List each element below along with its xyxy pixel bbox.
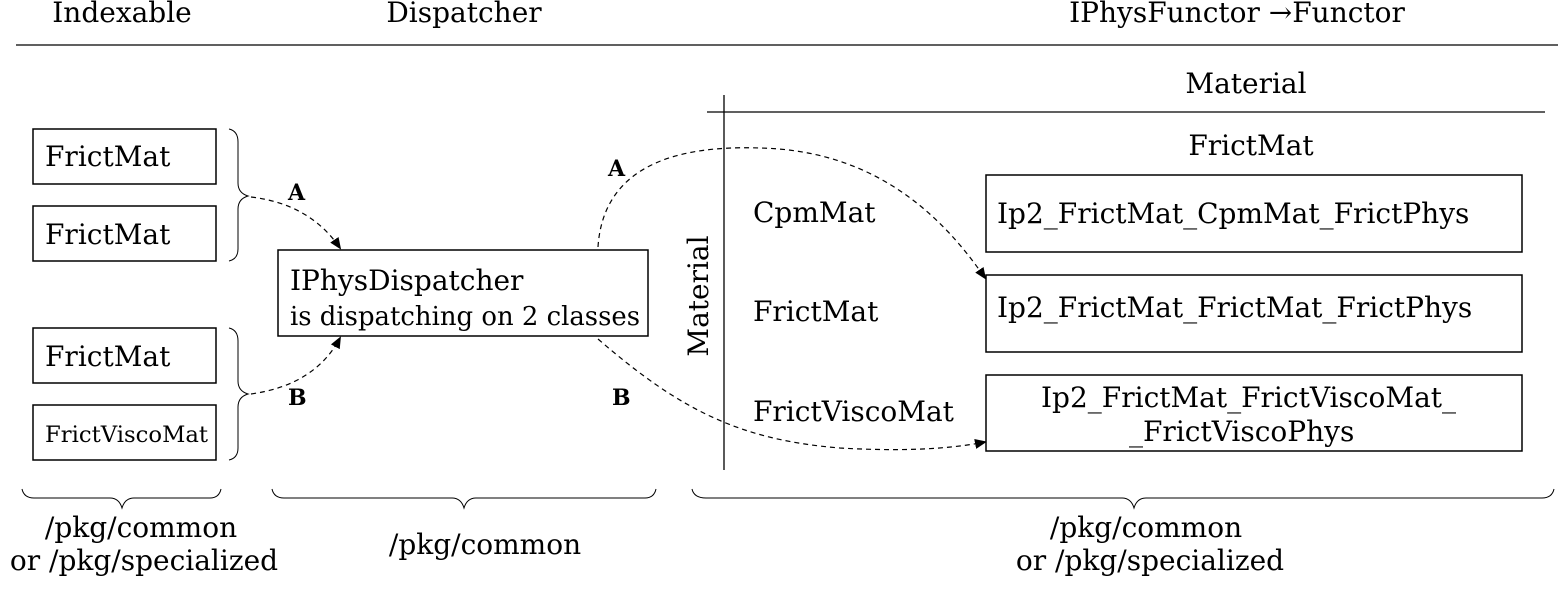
header-indexable: Indexable [52, 0, 192, 29]
brace-group-a [228, 128, 250, 262]
matrix-cell-frictmat-label: Ip2_FrictMat_FrictMat_FrictPhys [997, 291, 1472, 324]
footer-functor-line2: or /pkg/specialized [1016, 544, 1284, 577]
matrix-column-header: FrictMat [1188, 129, 1314, 162]
matrix-row-header-frictviscomat: FrictViscoMat [753, 395, 955, 428]
arrow-in-b [250, 336, 341, 395]
brace-footer-indexable [21, 488, 222, 510]
matrix-row-axis-label: Material [682, 235, 715, 356]
footer-indexable-line1: /pkg/common [45, 511, 237, 544]
brace-group-b [228, 327, 250, 461]
arrow-out-b [597, 338, 987, 451]
indexable-box-a2 [32, 205, 217, 262]
dispatcher-box [277, 249, 649, 337]
header-functor: IPhysFunctor →Functor [1069, 0, 1405, 29]
matrix-row-header-frictmat: FrictMat [753, 295, 879, 328]
dispatcher-box-title: IPhysDispatcher [290, 264, 524, 297]
brace-footer-functor [691, 488, 1555, 510]
indexable-box-a2-label: FrictMat [45, 218, 171, 251]
dispatcher-box-subtitle: is dispatching on 2 classes [290, 302, 640, 332]
brace-footer-dispatcher [271, 488, 657, 510]
matrix-cell-frictviscomat-line2: _FrictViscoPhys [1129, 415, 1354, 448]
matrix-column-axis-label: Material [1185, 67, 1306, 100]
arrow-out-a [597, 147, 987, 280]
indexable-box-b2-label: FrictViscoMat [45, 423, 208, 448]
arrow-in-a [250, 196, 342, 250]
indexable-box-a1 [32, 128, 217, 185]
indexable-box-b2 [32, 404, 217, 461]
indexable-box-b1 [32, 327, 217, 384]
matrix-cell-cpmmat-label: Ip2_FrictMat_CpmMat_FrictPhys [997, 197, 1469, 230]
arrow-in-a-label: A [287, 180, 306, 206]
matrix-cell-frictviscomat-line1: Ip2_FrictMat_FrictViscoMat_ [1041, 381, 1456, 414]
arrow-out-b-label: B [612, 385, 631, 411]
header-dispatcher: Dispatcher [386, 0, 542, 29]
footer-functor-line1: /pkg/common [1050, 511, 1242, 544]
indexable-box-b1-label: FrictMat [45, 340, 171, 373]
footer-indexable-line2: or /pkg/specialized [10, 544, 278, 577]
arrow-in-b-label: B [288, 385, 307, 411]
matrix-cell-frictviscomat [985, 374, 1523, 452]
matrix-row-header-cpmmat: CpmMat [753, 196, 876, 229]
indexable-box-a1-label: FrictMat [45, 140, 171, 173]
footer-dispatcher: /pkg/common [389, 528, 581, 561]
matrix-cell-frictmat [985, 274, 1523, 353]
matrix-cell-cpmmat [985, 174, 1523, 253]
arrow-out-a-label: A [607, 156, 626, 182]
